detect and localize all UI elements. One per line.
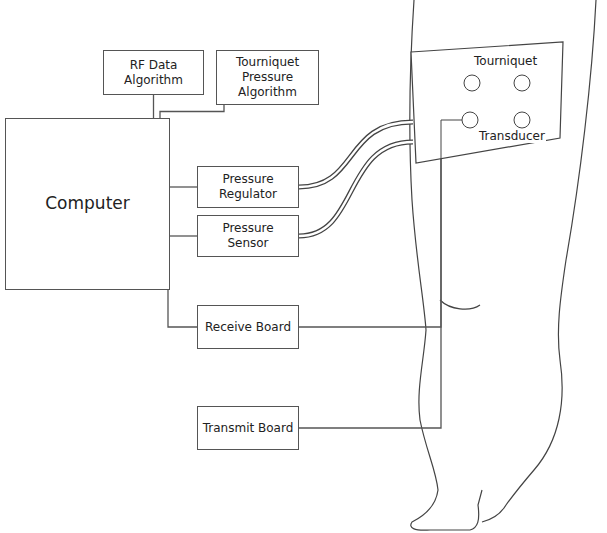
transducer-circle <box>462 112 478 128</box>
signal-line <box>170 236 197 237</box>
callout-label: Transducer <box>478 129 546 143</box>
pressure-tube <box>299 142 413 236</box>
signal-line <box>299 159 441 327</box>
process-box: Computer <box>5 118 170 290</box>
signal-line <box>153 95 154 118</box>
signal-line <box>160 105 224 118</box>
box-label: Tourniquet <box>474 54 537 69</box>
leg-outline <box>410 0 596 530</box>
box-label: Pressure Regulator <box>198 172 298 202</box>
signal-line <box>170 187 197 188</box>
process-box: Pressure Regulator <box>197 166 299 208</box>
box-label: Transmit Board <box>199 421 298 436</box>
tourniquet-band: Tourniquet <box>408 40 568 165</box>
process-box: Tourniquet Pressure Algorithm <box>216 50 319 105</box>
transducer-wire <box>441 120 462 159</box>
process-box: Transmit Board <box>197 406 299 450</box>
signal-line <box>299 159 441 428</box>
transducer-circle <box>464 75 480 91</box>
process-box: RF Data Algorithm <box>103 50 204 95</box>
process-box: Receive Board <box>197 305 299 349</box>
box-label: RF Data Algorithm <box>104 58 203 88</box>
process-box: Pressure Sensor <box>197 215 299 257</box>
transducer-circle <box>514 112 530 128</box>
box-label: Tourniquet Pressure Algorithm <box>217 55 318 100</box>
signal-line <box>168 290 197 327</box>
box-label: Pressure Sensor <box>198 221 298 251</box>
box-label: Computer <box>41 193 134 214</box>
box-label: Receive Board <box>201 320 295 335</box>
transducer-circle <box>514 75 530 91</box>
